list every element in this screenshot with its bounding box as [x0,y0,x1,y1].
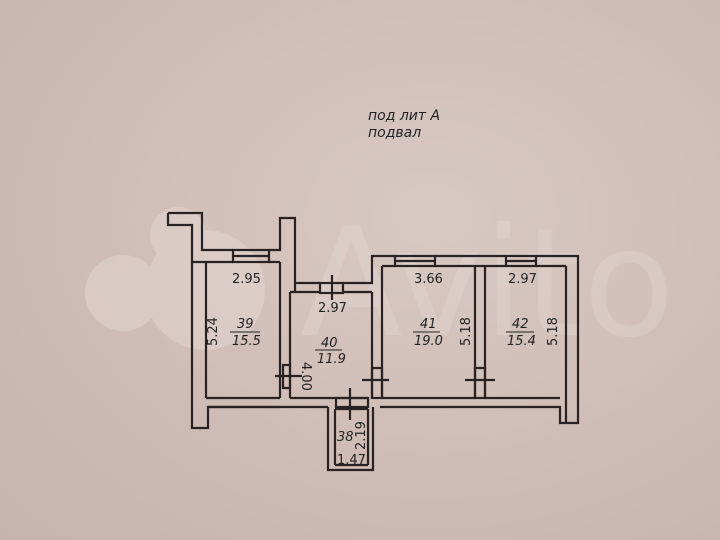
room-42-height: 5.18 [546,317,561,346]
room-40-number: 40 [321,336,338,351]
room-40-height: 4.00 [298,362,313,391]
room-41-number: 41 [420,317,437,332]
room-39-width: 2.95 [232,272,261,287]
room-42-area: 15.4 [507,334,536,349]
room-39-number: 39 [237,317,254,332]
room-40-area: 11.9 [317,352,346,367]
title-line-1: под лит А [368,108,441,124]
room-41-height: 5.18 [459,317,474,346]
room-38-height: 2.19 [354,421,369,450]
room-40-width: 2.97 [318,301,347,316]
title-line-2: подвал [368,125,422,141]
room-41-width: 3.66 [414,272,443,287]
room-38-width: 1.47 [337,453,366,468]
room-42-number: 42 [512,317,529,332]
room-42-width: 2.97 [508,272,537,287]
plan-title: под лит А подвал [368,108,440,142]
room-39-area: 15.5 [232,334,261,349]
room-41-area: 19.0 [414,334,443,349]
room-39-height: 5.24 [206,317,221,346]
room-38-number: 38 [337,430,354,445]
